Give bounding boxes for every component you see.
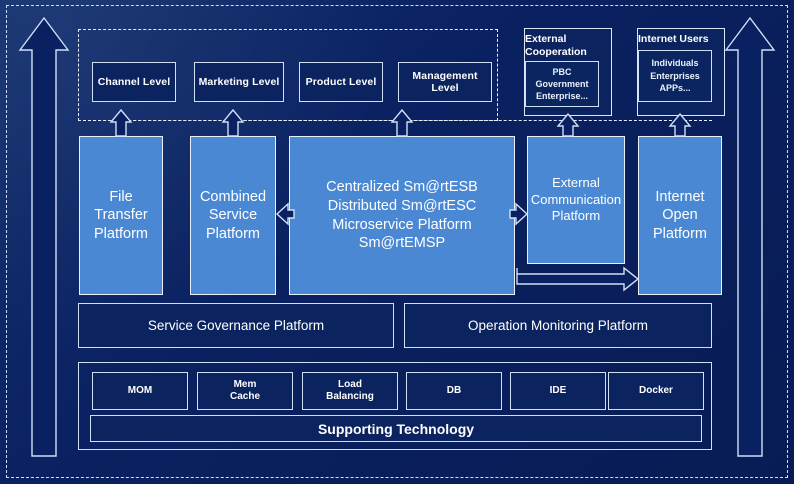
internet-users-title: Internet Users [638,33,709,45]
paas-label: PAAS [749,223,767,267]
external-cooperation-detail: PBC Government Enterprise... [525,61,599,108]
business-level-channel[interactable]: Channel Level [92,62,176,102]
service-governance-platform[interactable]: Service Governance Platform [78,303,394,348]
tech-load-balancing[interactable]: Load Balancing [302,372,398,410]
tech-docker[interactable]: Docker [608,372,704,410]
business-level-marketing[interactable]: Marketing Level [194,62,284,102]
external-cooperation-box[interactable]: External Cooperation PBC Government Ente… [524,28,612,116]
outer-boundary [6,5,788,478]
tech-db[interactable]: DB [406,372,502,410]
supporting-technology-frame [78,362,712,450]
external-cooperation-title: External Cooperation [525,33,587,58]
internet-users-detail: Individuals Enterprises APPs... [638,49,712,102]
internet-open-platform[interactable]: Internet Open Platform [638,136,722,295]
paas-pillar-label-wrap: PAAS [738,205,778,285]
file-transfer-platform[interactable]: File Transfer Platform [79,136,163,295]
tech-ide[interactable]: IDE [510,372,606,410]
external-communication-platform[interactable]: External Communication Platform [527,136,625,264]
integration-platform[interactable]: Centralized Sm@rtESB Distributed Sm@rtES… [289,136,515,295]
tech-mom[interactable]: MOM [92,372,188,410]
combined-service-platform[interactable]: Combined Service Platform [190,136,276,295]
devops-pillar-label-wrap: DevOps [18,205,58,285]
supporting-technology-band: Supporting Technology [90,415,702,442]
devops-label: DevOps [29,215,47,275]
tech-mem-cache[interactable]: Mem Cache [197,372,293,410]
internet-users-box[interactable]: Internet Users Individuals Enterprises A… [637,28,725,116]
business-level-management[interactable]: Management Level [398,62,492,102]
business-level-product[interactable]: Product Level [299,62,383,102]
levels-platform-separator [78,120,712,121]
operation-monitoring-platform[interactable]: Operation Monitoring Platform [404,303,712,348]
